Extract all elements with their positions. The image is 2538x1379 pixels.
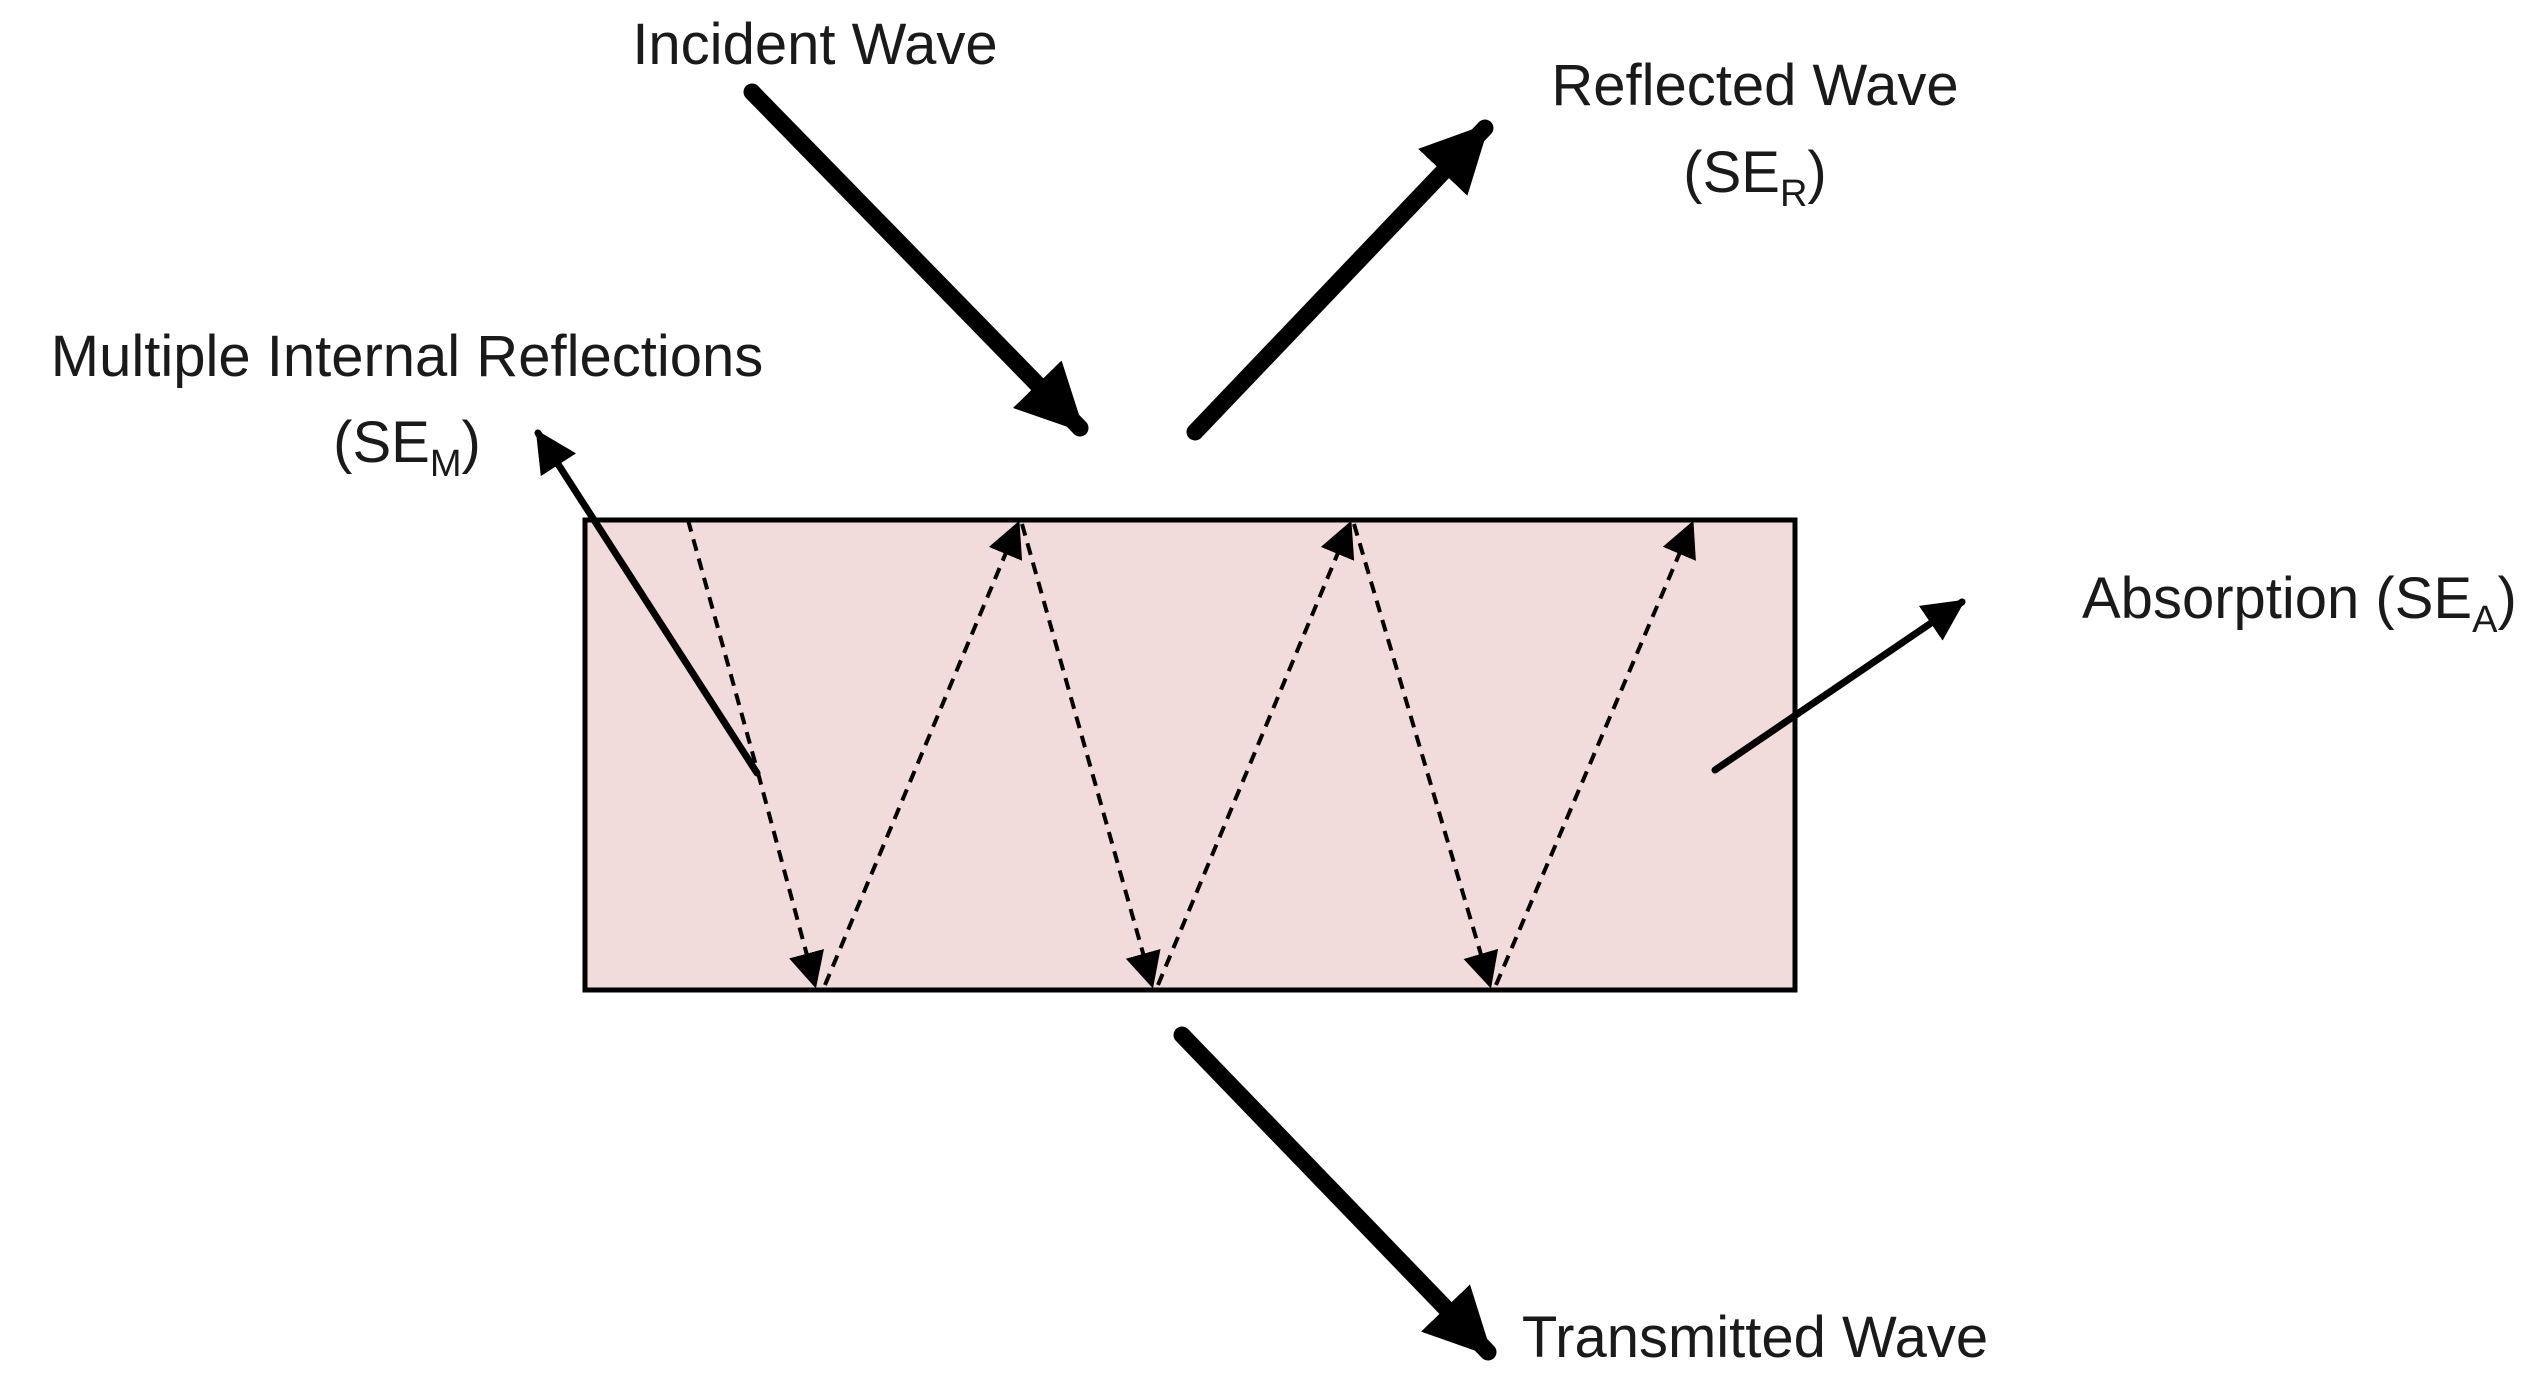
multiple-sym-open: (SE [333, 410, 430, 475]
incident-wave-label: Incident Wave [632, 12, 997, 77]
reflected-sym-open: (SE [1683, 140, 1780, 205]
reflected-wave-label: Reflected Wave [1551, 53, 1958, 118]
reflected-sym-close: ) [1807, 140, 1826, 205]
reflected-wave-arrow [1186, 119, 1494, 441]
shield-slab [582, 517, 1798, 993]
internal-ray-7 [1494, 520, 1696, 986]
multiple-reflections-symbol: (SEM) [333, 410, 481, 485]
absorption-label: Absorption (SEA) [2082, 566, 2517, 641]
multiple-reflections-label: Multiple Internal Reflections [51, 324, 763, 389]
absorption-arrow [1711, 598, 1966, 774]
internal-reflection-path [686, 519, 1696, 989]
internal-ray-5 [1156, 520, 1355, 986]
incident-wave-arrow [743, 83, 1089, 437]
transmitted-wave-arrow [1173, 1026, 1497, 1361]
multiple-reflections-exit-arrow [534, 429, 761, 777]
reflected-wave-symbol: (SER) [1683, 140, 1826, 215]
internal-ray-1 [686, 519, 760, 774]
internal-ray-3 [823, 520, 1023, 986]
transmitted-wave-label: Transmitted Wave [1522, 1305, 1988, 1370]
multiple-sym-sub: M [430, 443, 462, 485]
absorption-sub: A [2472, 599, 2498, 641]
internal-ray-6 [1352, 523, 1499, 989]
reflected-sym-sub: R [1780, 173, 1807, 215]
absorption-close: ) [2497, 566, 2516, 631]
absorption-text: Absorption (SE [2082, 566, 2472, 631]
internal-ray-2 [756, 772, 824, 989]
multiple-sym-close: ) [462, 410, 481, 475]
